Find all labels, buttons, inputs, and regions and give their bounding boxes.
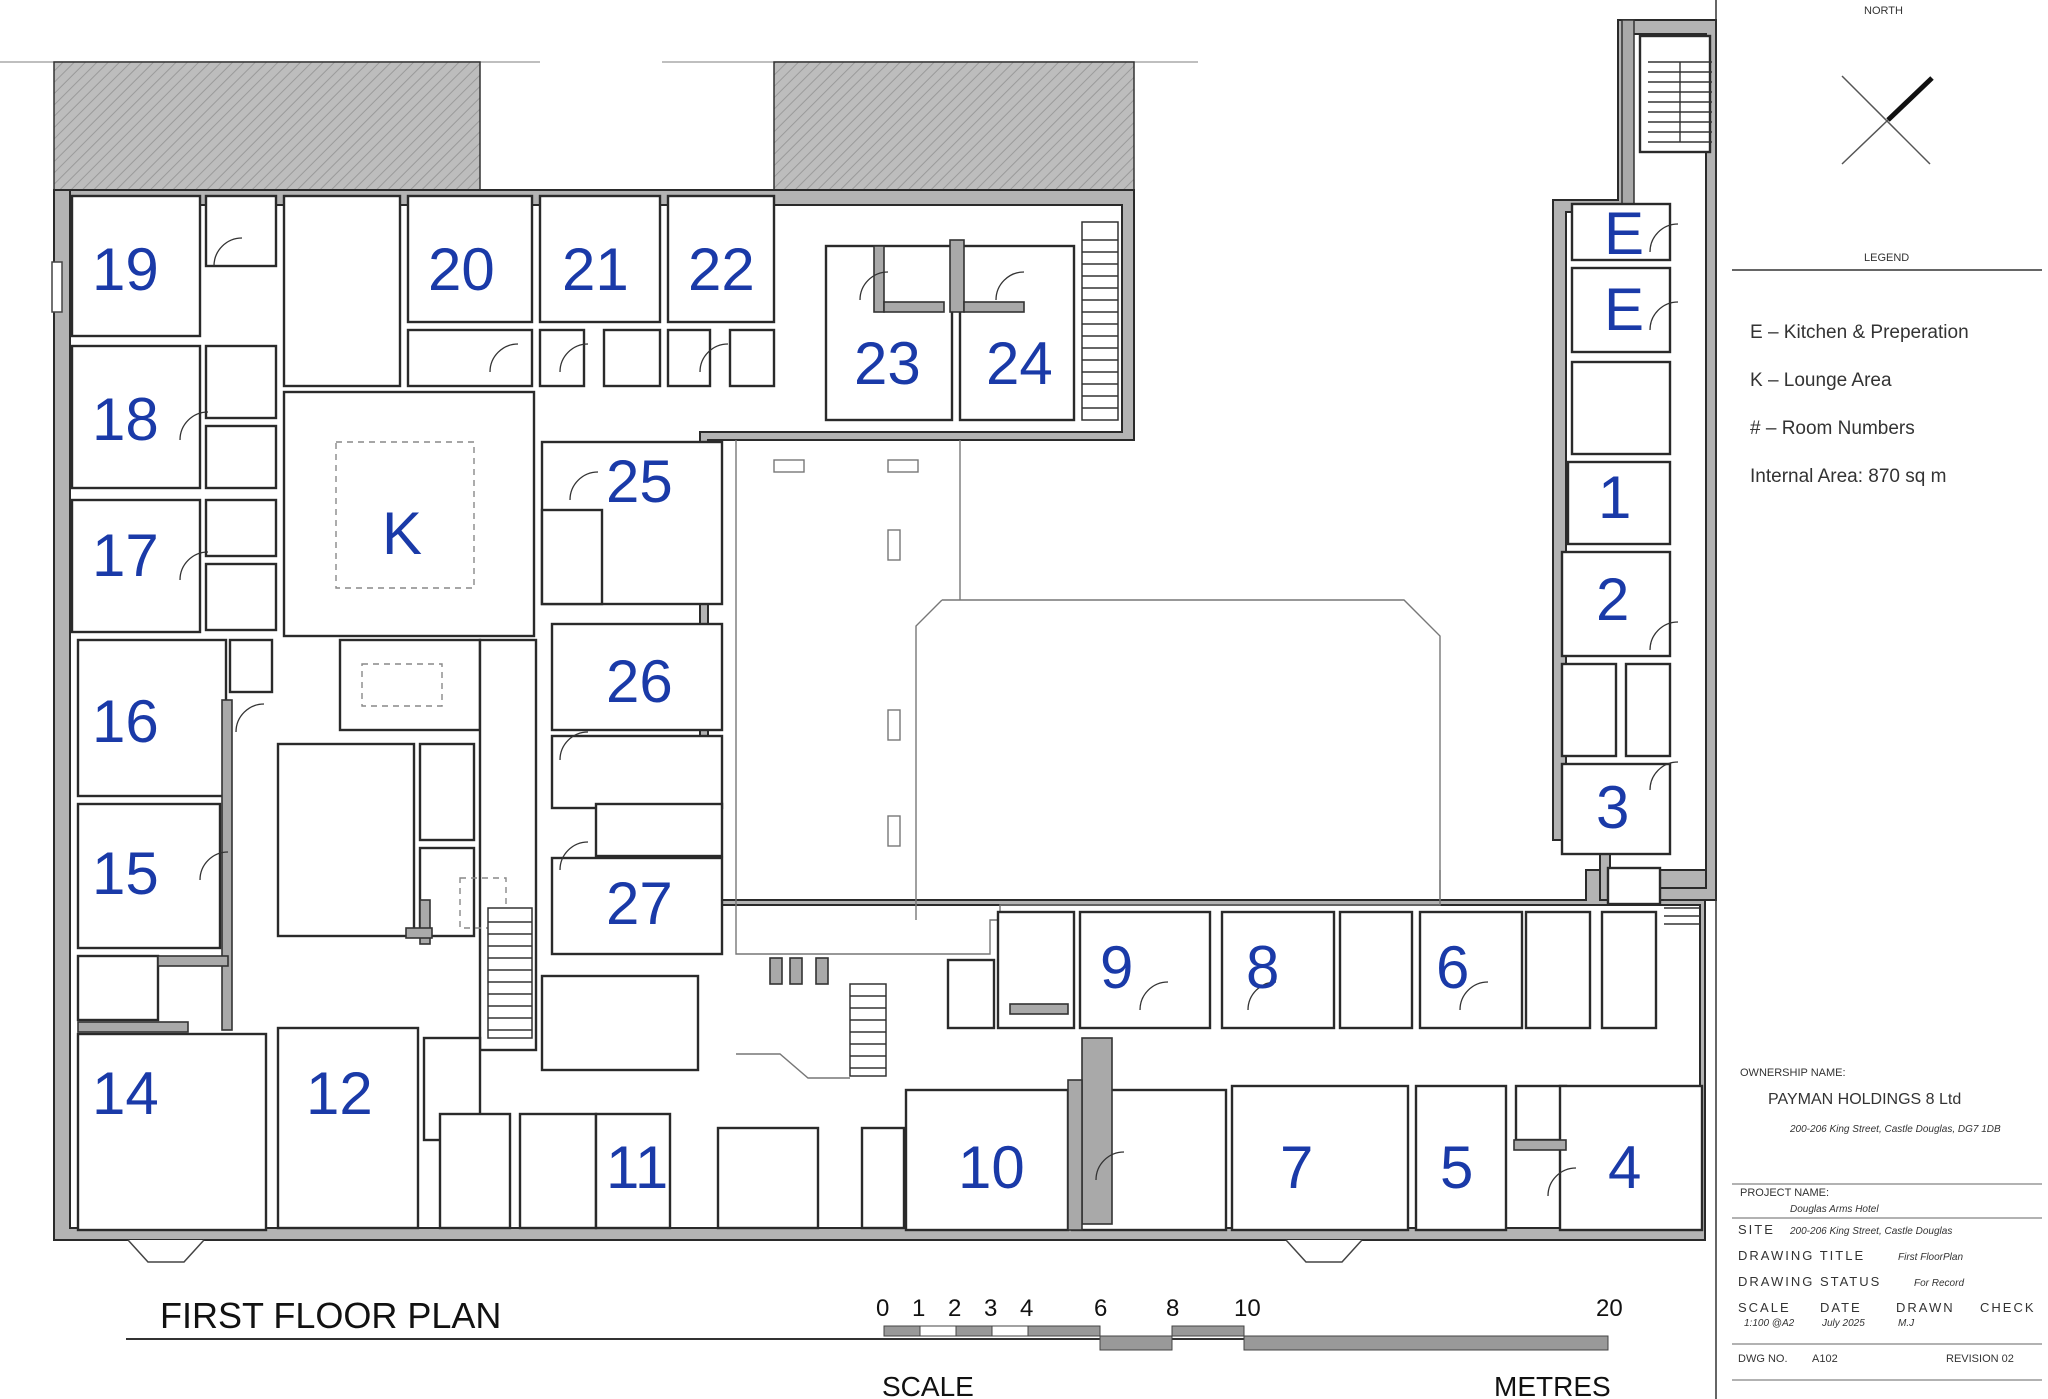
drawing-title-label: DRAWING TITLE [1738,1248,1865,1263]
room-26-label: 26 [606,648,673,715]
room-14-label: 14 [92,1060,159,1127]
room-4-label: 4 [1608,1134,1641,1201]
legend-item-area: Internal Area: 870 sq m [1750,466,1946,487]
room-23-label: 23 [854,330,921,397]
project-label: PROJECT NAME: [1740,1187,1829,1199]
room-9-label: 9 [1100,934,1133,1001]
scale-tick-10: 10 [1234,1295,1261,1322]
stair-central [487,907,533,1039]
date-value: July 2025 [1821,1318,1865,1329]
owner-name: PAYMAN HOLDINGS 8 Ltd [1768,1091,1961,1108]
sidebar: NORTH LEGEND E – Kitchen & Preperation K… [1715,0,2042,1399]
date-label: DATE [1820,1300,1862,1315]
room-1-label: 1 [1598,464,1631,531]
room-3-label: 3 [1596,774,1629,841]
project-name: Douglas Arms Hotel [1790,1204,1879,1215]
site-value: 200-206 King Street, Castle Douglas [1789,1226,1952,1237]
stair-tower [1648,61,1712,143]
metres-caption: METRES [1494,1371,1611,1399]
room-10-label: 10 [958,1134,1025,1201]
scale-tick-1: 1 [912,1295,925,1322]
room-27-label: 27 [606,870,673,937]
kitchen-1-label: E [1604,200,1644,267]
room-11-label: 11 [606,1134,668,1201]
room-16-label: 16 [92,688,159,755]
scale-tick-6: 6 [1094,1295,1107,1322]
room-20-label: 20 [428,236,495,303]
room-15-label: 15 [92,840,159,907]
west-wing [70,194,278,1232]
scale-caption: SCALE [882,1371,974,1399]
drawn-label: DRAWN [1896,1300,1955,1315]
dwg-value: A102 [1812,1353,1838,1365]
room-12-label: 12 [306,1060,373,1127]
revision-label: REVISION 02 [1946,1353,2014,1365]
north-arrow-icon [1841,75,1934,165]
drawn-value: M.J [1898,1318,1915,1329]
room-6-label: 6 [1436,934,1469,1001]
scale-tick-4: 4 [1020,1295,1033,1322]
room-8-label: 8 [1246,934,1279,1001]
central-block [276,390,538,1230]
room-labels: 19 18 17 16 15 14 12 11 10 7 5 4 9 8 6 3… [92,200,1644,1201]
room-17-label: 17 [92,522,159,589]
room-2-label: 2 [1596,566,1629,633]
ownership-label: OWNERSHIP NAME: [1740,1067,1846,1079]
scale-tick-0: 0 [876,1295,889,1322]
room-7-label: 7 [1280,1134,1313,1201]
door-swings [179,223,1679,1197]
east-tower [1560,34,1712,925]
owner-address: 200-206 King Street, Castle Douglas, DG7… [1789,1124,2001,1135]
courtyard [735,440,1441,1079]
stair-north-east [1081,221,1119,421]
room-24-label: 24 [986,330,1053,397]
room-25-label: 25 [606,448,673,515]
scale-tick-8: 8 [1166,1295,1179,1322]
room-19-label: 19 [92,236,159,303]
kitchen-2-label: E [1604,276,1644,343]
plan-title: FIRST FLOOR PLAN [160,1295,501,1336]
scale-tick-2: 2 [948,1295,961,1322]
drawing-status-value: For Record [1914,1278,1964,1289]
south-wing [904,1037,1704,1232]
room-5-label: 5 [1440,1134,1473,1201]
scale-tick-20: 20 [1596,1295,1623,1322]
room-21-label: 21 [562,236,629,303]
plan-title-block: FIRST FLOOR PLAN 0 1 2 3 4 6 8 10 20 SCA… [126,1295,1623,1399]
mid-wing [946,910,1658,1030]
north-wing [282,194,1119,422]
legend-item-lounge: K – Lounge Area [1750,370,1892,391]
drawing-status-label: DRAWING STATUS [1738,1274,1881,1289]
drawing-title-value: First FloorPlan [1898,1252,1963,1263]
legend-item-rooms: # – Room Numbers [1750,418,1915,439]
legend-item-kitchen: E – Kitchen & Preperation [1750,322,1969,343]
scale-value: 1:100 @A2 [1744,1318,1795,1329]
north-label: NORTH [1864,5,1903,17]
dwg-label: DWG NO. [1738,1353,1788,1365]
room-22-label: 22 [688,236,755,303]
scale-label: SCALE [1738,1300,1791,1315]
stair-tower-south [1664,899,1700,925]
stair-south [849,983,887,1077]
check-label: CHECK [1980,1300,2036,1315]
scale-tick-3: 3 [984,1295,997,1322]
legend-heading: LEGEND [1864,252,1909,264]
scale-bar [883,1325,1609,1351]
room-18-label: 18 [92,386,159,453]
site-label: SITE [1738,1222,1775,1237]
inner-block [438,440,906,1230]
lounge-k-label: K [382,500,422,567]
